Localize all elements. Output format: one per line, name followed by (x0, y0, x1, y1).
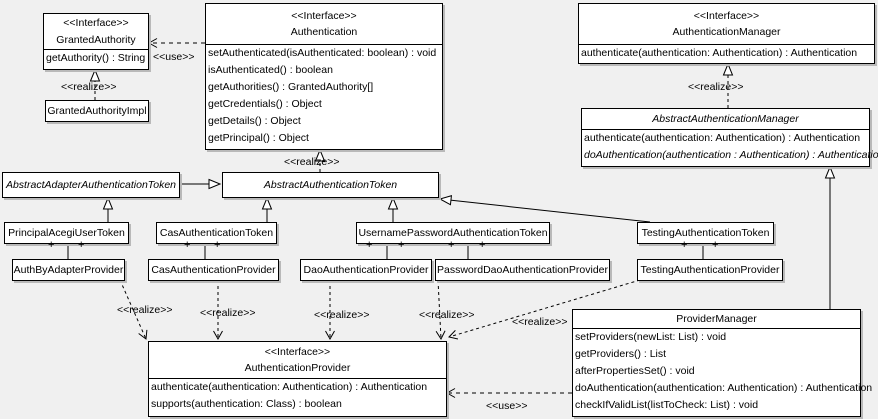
class-provider-manager[interactable]: ProviderManager setProviders(newList: Li… (572, 309, 873, 417)
method-label: authenticate(authentication: Authenticat… (584, 132, 861, 145)
class-cas-authentication-token[interactable]: CasAuthenticationToken (156, 222, 277, 244)
method-label: setAuthenticated(isAuthenticated: boolea… (208, 47, 437, 60)
assoc-end-plus: + (712, 239, 719, 251)
class-principal-acegi-user-token[interactable]: PrincipalAcegiUserToken (4, 222, 129, 244)
method-label: getCredentials() : Object (208, 98, 322, 111)
assoc-end-plus: + (681, 239, 688, 251)
class-authentication-manager[interactable]: <<Interface>> AuthenticationManager auth… (578, 3, 875, 64)
assoc-end-plus: + (78, 239, 85, 251)
class-name: PasswordDaoAuthenticationProvider (436, 263, 608, 276)
stereotype-label: <<Interface>> (264, 345, 331, 358)
class-authentication-provider[interactable]: <<Interface>> AuthenticationProvider aut… (148, 341, 447, 417)
assoc-end-plus: + (214, 239, 221, 251)
method-label: authenticate(authentication: Authenticat… (581, 47, 858, 60)
stereotype-label: <<Interface>> (693, 9, 760, 22)
edge-gen-testingtoken-abstracttoken (438, 195, 651, 223)
realize-label: <<realize>> (117, 304, 173, 316)
class-name: ProviderManager (676, 312, 757, 325)
edge-realize-passworddaoprovider (435, 279, 446, 341)
class-username-password-authentication-token[interactable]: UsernamePasswordAuthenticationToken (356, 222, 550, 244)
assoc-end-plus: + (398, 239, 405, 251)
realize-label: <<realize>> (314, 309, 370, 321)
class-name: AuthenticationProvider (244, 362, 351, 374)
use-label: <<use>> (486, 400, 528, 412)
class-name: GrantedAuthorityImpl (47, 104, 147, 117)
method-label: afterPropertiesSet() : void (575, 365, 695, 378)
class-name: AbstractAuthenticationManager (652, 112, 799, 125)
assoc-end-plus: + (448, 239, 455, 251)
realize-label: <<realize>> (419, 309, 475, 321)
assoc-end-plus: + (184, 239, 191, 251)
method-label: supports(authentication: Class) : boolea… (151, 398, 342, 411)
method-label: checkIfValidList(listToCheck: List) : vo… (575, 399, 759, 412)
class-name: GrantedAuthority (56, 33, 136, 46)
class-testing-authentication-token[interactable]: TestingAuthenticationToken (637, 222, 774, 244)
method-label: getPrincipal() : Object (208, 132, 309, 145)
method-label: doAuthentication(authentication: Authent… (575, 382, 873, 395)
method-label: doAuthentication(authentication : Authen… (584, 149, 878, 162)
stereotype-label: <<Interface>> (291, 9, 357, 22)
method-label: getDetails() : Object (208, 115, 301, 128)
edge-realize-authbyadapterprovider (119, 279, 148, 340)
method-label: getAuthorities() : GrantedAuthority[] (208, 81, 374, 94)
method-label: setProviders(newList: List) : void (575, 331, 727, 344)
class-testing-authentication-provider[interactable]: TestingAuthenticationProvider (637, 259, 783, 281)
class-dao-authentication-provider[interactable]: DaoAuthenticationProvider (300, 259, 432, 281)
class-auth-by-adapter-provider[interactable]: AuthByAdapterProvider (12, 259, 125, 281)
class-name: TestingAuthenticationProvider (640, 263, 780, 276)
method-label: getProviders() : List (575, 348, 667, 361)
method-label: isAuthenticated() : boolean (208, 64, 333, 77)
class-granted-authority[interactable]: <<Interface>> GrantedAuthority getAuthor… (43, 13, 149, 70)
realize-label: <<realize>> (200, 307, 256, 319)
class-name: AbstractAdapterAuthenticationToken (5, 178, 177, 191)
class-name: PrincipalAcegiUserToken (8, 226, 125, 239)
method-label: authenticate(authentication: Authenticat… (151, 381, 428, 394)
realize-label: <<realize>> (512, 316, 568, 328)
class-authentication[interactable]: <<Interface>> Authentication setAuthenti… (205, 3, 443, 150)
realize-label: <<realize>> (61, 81, 117, 93)
class-name: DaoAuthenticationProvider (303, 263, 429, 276)
class-abstract-authentication-manager[interactable]: AbstractAuthenticationManager authentica… (581, 108, 878, 167)
realize-label: <<realize>> (688, 81, 744, 93)
class-name: AuthenticationManager (672, 26, 781, 38)
realize-label: <<realize>> (284, 156, 340, 168)
assoc-end-plus: + (366, 239, 373, 251)
class-abstract-adapter-authentication-token[interactable]: AbstractAdapterAuthenticationToken (2, 172, 180, 198)
stereotype-label: <<Interface>> (63, 17, 129, 29)
class-name: CasAuthenticationToken (159, 226, 274, 239)
class-name: Authentication (290, 26, 358, 38)
use-label: <<use>> (153, 51, 195, 63)
class-name: AuthByAdapterProvider (13, 263, 124, 276)
assoc-end-plus: + (48, 239, 55, 251)
class-name: TestingAuthenticationToken (641, 226, 770, 239)
class-granted-authority-impl[interactable]: GrantedAuthorityImpl (45, 100, 149, 122)
class-abstract-authentication-token[interactable]: AbstractAuthenticationToken (222, 172, 439, 198)
method-label: getAuthority() : String (46, 52, 146, 65)
class-password-dao-authentication-provider[interactable]: PasswordDaoAuthenticationProvider (435, 259, 610, 281)
assoc-end-plus: + (479, 239, 486, 251)
class-name: UsernamePasswordAuthenticationToken (358, 226, 548, 239)
class-cas-authentication-provider[interactable]: CasAuthenticationProvider (148, 259, 279, 281)
class-name: CasAuthenticationProvider (151, 263, 276, 276)
class-name: AbstractAuthenticationToken (263, 178, 398, 191)
